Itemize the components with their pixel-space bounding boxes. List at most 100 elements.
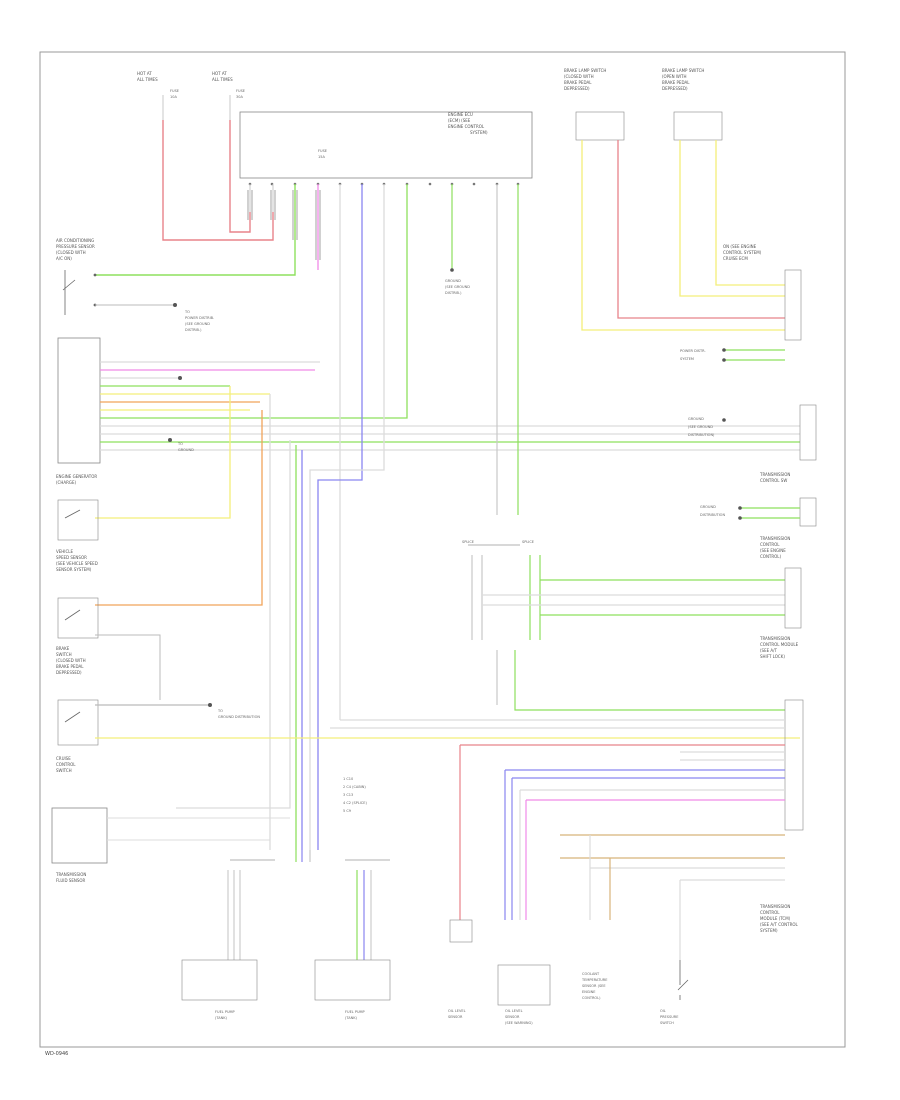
gray-wires-top (162, 95, 274, 212)
svg-text:SYSTEM: SYSTEM (680, 357, 694, 361)
svg-text:(SEE GROUND: (SEE GROUND (445, 285, 470, 289)
right-switch-1: BRAKE LAMP SWITCH (CLOSED WITH BRAKE PED… (564, 68, 625, 141)
svg-text:CONTROL: CONTROL (760, 542, 780, 547)
svg-text:30A: 30A (236, 95, 243, 99)
switch-icon: CRUISE CONTROL SWITCH (56, 699, 99, 773)
central-module: ENGINE ECU (ECM) (SEE ENGINE CONTROL SYS… (239, 111, 533, 179)
right-junction-3: TRANSMISSION CONTROL SW GROUND DISTRIBUT… (700, 472, 817, 527)
meter-wires (100, 184, 800, 451)
svg-text:SPEED SENSOR: SPEED SENSOR (56, 555, 87, 560)
right-switch-2: BRAKE LAMP SWITCH (OPEN WITH BRAKE PEDAL… (662, 68, 723, 141)
svg-text:(CLOSED WITH: (CLOSED WITH (564, 74, 594, 79)
svg-text:CONTROL SW: CONTROL SW (760, 478, 787, 483)
svg-text:TO: TO (184, 310, 190, 314)
svg-text:(CLOSED WITH: (CLOSED WITH (56, 250, 86, 255)
fuse-block-top: HOT AT ALL TIMES HOT AT ALL TIMES FUSE 1… (137, 71, 245, 99)
svg-text:2 C4 (CABIN): 2 C4 (CABIN) (343, 785, 366, 789)
sensor-icon: OIL LEVEL SENSOR (SEE WARNING) (497, 964, 551, 1025)
svg-text:DISTRIB.): DISTRIB.) (445, 291, 462, 295)
svg-text:TO: TO (217, 709, 223, 713)
svg-text:10A: 10A (170, 95, 177, 99)
svg-text:HOT AT: HOT AT (212, 71, 227, 76)
svg-text:(SEE GROUND: (SEE GROUND (185, 322, 210, 326)
svg-text:CRUISE ECM: CRUISE ECM (723, 256, 748, 261)
pin-markers (247, 190, 321, 260)
svg-text:15A: 15A (318, 155, 325, 159)
svg-text:TRANSMISSION: TRANSMISSION (759, 636, 790, 641)
switch-icon: AIR CONDITIONING PRESSURE SENSOR (CLOSED… (56, 238, 97, 315)
right-grounds-1: POWER DISTR. SYSTEM (680, 348, 785, 362)
svg-text:CONTROL: CONTROL (760, 910, 780, 915)
footer-code: WD-0946 (45, 1051, 68, 1057)
svg-text:(TANK): (TANK) (345, 1016, 358, 1020)
svg-text:ON (SEE ENGINE: ON (SEE ENGINE (723, 244, 757, 249)
svg-text:SENSOR SYSTEM): SENSOR SYSTEM) (56, 567, 92, 572)
svg-text:POWER DISTR.: POWER DISTR. (680, 349, 706, 353)
connector-left: FUEL PUMP (TANK) (181, 859, 275, 1020)
svg-text:(SEE VEHICLE SPEED: (SEE VEHICLE SPEED (56, 561, 98, 566)
switch-icon: BRAKE SWITCH (CLOSED WITH BRAKE PEDAL DE… (56, 597, 99, 675)
svg-text:DEPRESSED): DEPRESSED) (56, 670, 82, 675)
svg-text:GROUND: GROUND (178, 448, 194, 452)
splice-icon: SPLICE SPLICE (462, 540, 534, 544)
svg-text:FUSE: FUSE (236, 89, 245, 93)
svg-text:(SEE ENGINE: (SEE ENGINE (760, 548, 786, 553)
meter-splices: TO GROUND (168, 376, 194, 452)
svg-text:BRAKE: BRAKE (56, 646, 70, 651)
right-junction-2: GROUND (SEE GROUND DISTRIBUTION) (688, 404, 817, 461)
svg-text:TO: TO (177, 442, 183, 446)
right-junction-1: ON (SEE ENGINE CONTROL SYSTEM) CRUISE EC… (723, 244, 802, 341)
svg-text:SPLICE: SPLICE (462, 540, 474, 544)
svg-text:MODULE (TCM): MODULE (TCM) (760, 916, 791, 921)
svg-text:CONTROL SYSTEM): CONTROL SYSTEM) (723, 250, 762, 255)
svg-text:SHIFT LOCK): SHIFT LOCK) (760, 654, 785, 659)
right-module: TRANSMISSION CONTROL MODULE (TCM) (SEE A… (759, 699, 804, 933)
green-wire-sensor1 (95, 184, 296, 276)
svg-text:CRUISE: CRUISE (56, 756, 71, 761)
right-switch-wires (581, 140, 785, 331)
svg-text:TRANSMISSION: TRANSMISSION (759, 904, 790, 909)
svg-text:(ECM) (SEE: (ECM) (SEE (448, 118, 471, 123)
svg-text:ALL TIMES: ALL TIMES (212, 77, 233, 82)
svg-text:FUEL PUMP: FUEL PUMP (215, 1010, 235, 1014)
svg-text:(SEE GROUND: (SEE GROUND (688, 425, 713, 429)
svg-text:DISTRIBUTION): DISTRIBUTION) (688, 433, 715, 437)
svg-text:1 C10: 1 C10 (343, 777, 353, 781)
svg-text:(TANK): (TANK) (215, 1016, 228, 1020)
svg-text:SENSOR: SENSOR (448, 1015, 463, 1019)
svg-text:OIL LEVEL: OIL LEVEL (505, 1009, 523, 1013)
svg-text:CONTROL): CONTROL) (760, 554, 782, 559)
center-ground: GROUND (SEE GROUND DISTRIB.) (445, 184, 470, 295)
svg-text:ENGINE CONTROL: ENGINE CONTROL (448, 124, 485, 129)
svg-text:SENSOR (SEE: SENSOR (SEE (582, 984, 606, 988)
svg-text:(CHARGE): (CHARGE) (56, 480, 77, 485)
bottom-right-texts: COOLANT TEMPERATURE SENSOR (SEE ENGINE C… (581, 972, 678, 1025)
svg-text:DEPRESSED): DEPRESSED) (564, 86, 590, 91)
svg-text:ENGINE GENERATOR: ENGINE GENERATOR (56, 474, 97, 479)
switch-icon: VEHICLE SPEED SENSOR (SEE VEHICLE SPEED … (56, 499, 99, 572)
right-module-wires (330, 719, 785, 960)
switch3-wire (95, 634, 161, 700)
svg-text:SYSTEM): SYSTEM) (470, 130, 488, 135)
svg-text:5 C9: 5 C9 (343, 809, 351, 813)
central-splices (468, 184, 785, 711)
svg-text:(OPEN WITH: (OPEN WITH (662, 74, 687, 79)
svg-text:CONTROL MODULE: CONTROL MODULE (760, 642, 799, 647)
svg-text:GROUND: GROUND (700, 505, 716, 509)
svg-text:VEHICLE: VEHICLE (56, 549, 73, 554)
svg-text:TEMPERATURE: TEMPERATURE (581, 978, 607, 982)
svg-text:FUSE: FUSE (170, 89, 179, 93)
svg-text:OIL: OIL (660, 1009, 666, 1013)
bundle-to-connectors (295, 850, 311, 862)
svg-text:SWITCH: SWITCH (56, 768, 72, 773)
svg-text:(SEE WARNING): (SEE WARNING) (505, 1021, 533, 1025)
ground-icon (208, 703, 212, 707)
svg-text:(CLOSED WITH: (CLOSED WITH (56, 658, 86, 663)
svg-text:POWER DISTRIB.: POWER DISTRIB. (185, 316, 214, 320)
svg-text:ENGINE: ENGINE (582, 990, 595, 994)
svg-text:DEPRESSED): DEPRESSED) (662, 86, 688, 91)
svg-text:GROUND: GROUND (688, 417, 704, 421)
svg-text:FUSE: FUSE (318, 149, 327, 153)
svg-text:CONTROL: CONTROL (56, 762, 76, 767)
